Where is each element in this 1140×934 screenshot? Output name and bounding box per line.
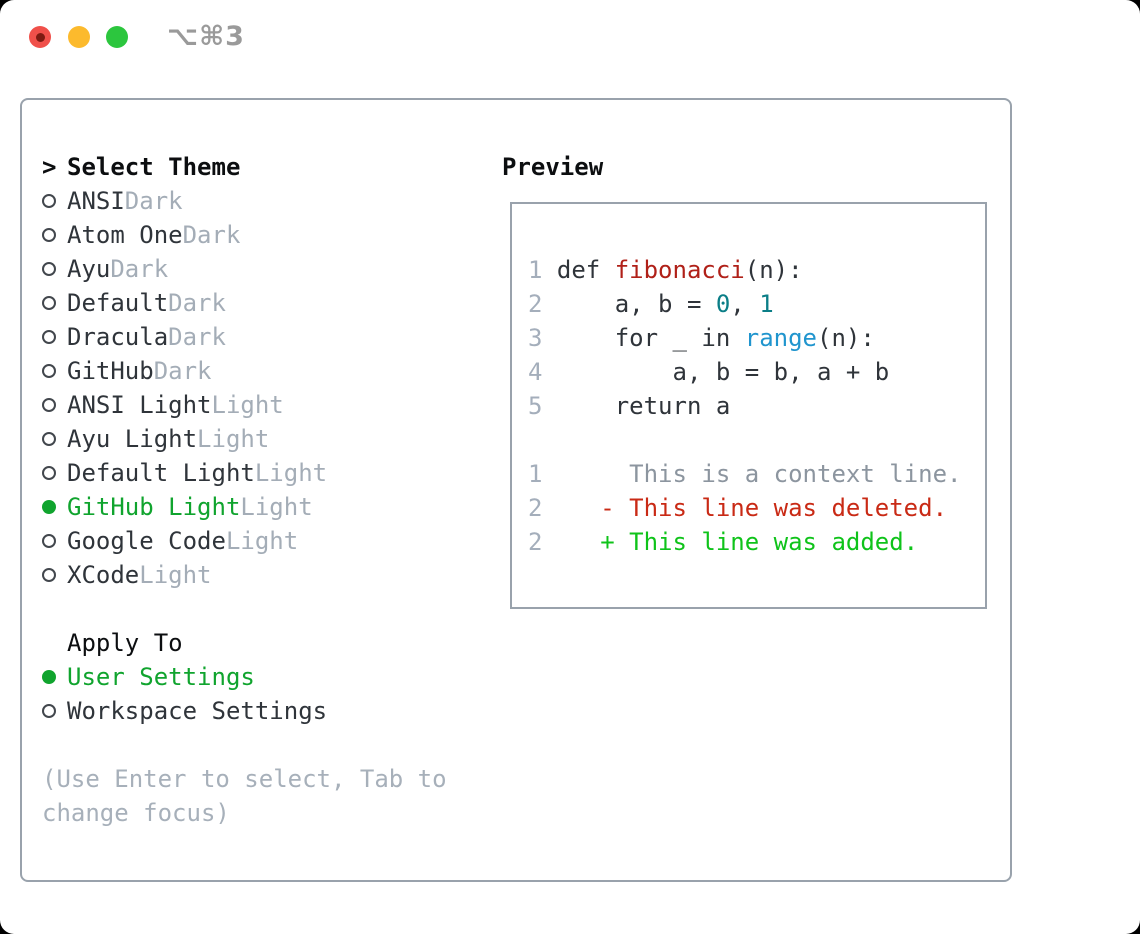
theme-option[interactable]: XCode Light bbox=[42, 558, 502, 592]
theme-option[interactable]: Ayu Light Light bbox=[42, 422, 502, 456]
radio-icon bbox=[42, 296, 56, 310]
apply-to-label: User Settings bbox=[67, 663, 255, 691]
apply-to-header-row: Apply To bbox=[42, 626, 502, 660]
theme-option[interactable]: GitHub Light Light bbox=[42, 490, 502, 524]
preview-line: 2 + This line was added. bbox=[528, 528, 919, 556]
titlebar: ⌥⌘3 bbox=[0, 0, 1140, 98]
radio-selected-icon bbox=[42, 500, 56, 514]
theme-option[interactable]: Dracula Dark bbox=[42, 320, 502, 354]
cursor-icon: > bbox=[42, 153, 57, 181]
theme-variant-tag: Light bbox=[254, 459, 328, 487]
theme-variant-tag: Dark bbox=[110, 255, 169, 283]
theme-option[interactable]: Default Dark bbox=[42, 286, 502, 320]
theme-variant-tag: Dark bbox=[168, 323, 226, 351]
minimize-button-icon[interactable] bbox=[68, 26, 90, 48]
radio-icon bbox=[42, 704, 56, 718]
theme-name: XCode bbox=[67, 561, 140, 589]
preview-code: 1 def fibonacci(n): 2 a, b = 0, 1 3 for _ … bbox=[512, 204, 985, 559]
preview-line: 1 def fibonacci(n): bbox=[528, 256, 803, 284]
preview-line: 1 This is a context line. bbox=[528, 460, 962, 488]
apply-to-option[interactable]: Workspace Settings bbox=[42, 694, 502, 728]
apply-to-header: Apply To bbox=[67, 629, 183, 657]
theme-variant-tag: Light bbox=[139, 561, 212, 589]
theme-variant-tag: Light bbox=[211, 391, 284, 419]
radio-icon bbox=[42, 466, 56, 480]
preview-line: 2 a, b = 0, 1 bbox=[528, 290, 774, 318]
radio-icon bbox=[42, 262, 56, 276]
radio-icon bbox=[42, 364, 56, 378]
theme-variant-tag: Dark bbox=[124, 187, 183, 215]
theme-name: Atom One bbox=[67, 221, 183, 249]
radio-icon bbox=[42, 432, 56, 446]
theme-option[interactable]: ANSI Light Light bbox=[42, 388, 502, 422]
apply-to-option[interactable]: User Settings bbox=[42, 660, 502, 694]
theme-option[interactable]: ANSI Dark bbox=[42, 184, 502, 218]
radio-selected-icon bbox=[42, 670, 56, 684]
preview-line bbox=[528, 423, 985, 457]
preview-line: 4 a, b = b, a + b bbox=[528, 358, 890, 386]
theme-variant-tag: Dark bbox=[153, 357, 212, 385]
select-theme-header-row: > Select Theme bbox=[42, 150, 502, 184]
theme-name: Default Light bbox=[67, 459, 255, 487]
theme-option[interactable]: Ayu Dark bbox=[42, 252, 502, 286]
theme-option[interactable]: GitHub Dark bbox=[42, 354, 502, 388]
spacer bbox=[42, 592, 502, 626]
radio-icon bbox=[42, 228, 56, 242]
preview-header: Preview bbox=[502, 153, 604, 181]
theme-name: Default bbox=[67, 289, 169, 317]
select-theme-header: Select Theme bbox=[67, 153, 241, 181]
theme-name: GitHub Light bbox=[67, 493, 241, 521]
preview-line: 5 return a bbox=[528, 392, 731, 420]
close-button-icon[interactable] bbox=[29, 26, 51, 48]
theme-option[interactable]: Default Light Light bbox=[42, 456, 502, 490]
radio-icon bbox=[42, 568, 56, 582]
theme-name: Google Code bbox=[67, 527, 226, 555]
preview-line: 2 - This line was deleted. bbox=[528, 494, 948, 522]
theme-name: Ayu Light bbox=[67, 425, 198, 453]
radio-icon bbox=[42, 534, 56, 548]
theme-name: GitHub bbox=[67, 357, 154, 385]
radio-icon bbox=[42, 398, 56, 412]
window-title-shortcut: ⌥⌘3 bbox=[167, 21, 245, 52]
theme-variant-tag: Light bbox=[240, 493, 313, 521]
theme-variant-tag: Dark bbox=[168, 289, 226, 317]
preview-line: 3 for _ in range(n): bbox=[528, 324, 875, 352]
theme-name: ANSI Light bbox=[67, 391, 212, 419]
theme-option[interactable]: Atom One Dark bbox=[42, 218, 502, 252]
preview-column: Preview 1 def fibonacci(n): 2 a, b = 0, 1… bbox=[502, 150, 1010, 830]
zoom-button-icon[interactable] bbox=[106, 26, 128, 48]
theme-name: Ayu bbox=[67, 255, 111, 283]
theme-variant-tag: Dark bbox=[182, 221, 241, 249]
theme-variant-tag: Light bbox=[225, 527, 299, 555]
preview-box: 1 def fibonacci(n): 2 a, b = 0, 1 3 for _ … bbox=[510, 202, 987, 609]
radio-icon bbox=[42, 330, 56, 344]
theme-variant-tag: Light bbox=[197, 425, 270, 453]
theme-name: Dracula bbox=[67, 323, 169, 351]
radio-icon bbox=[42, 194, 56, 208]
theme-name: ANSI bbox=[67, 187, 125, 215]
spacer bbox=[42, 728, 502, 762]
hint-text-line1: (Use Enter to select, Tab to bbox=[42, 765, 447, 793]
apply-to-label: Workspace Settings bbox=[67, 697, 328, 725]
hint-text-line2: change focus) bbox=[42, 799, 230, 827]
theme-option[interactable]: Google Code Light bbox=[42, 524, 502, 558]
